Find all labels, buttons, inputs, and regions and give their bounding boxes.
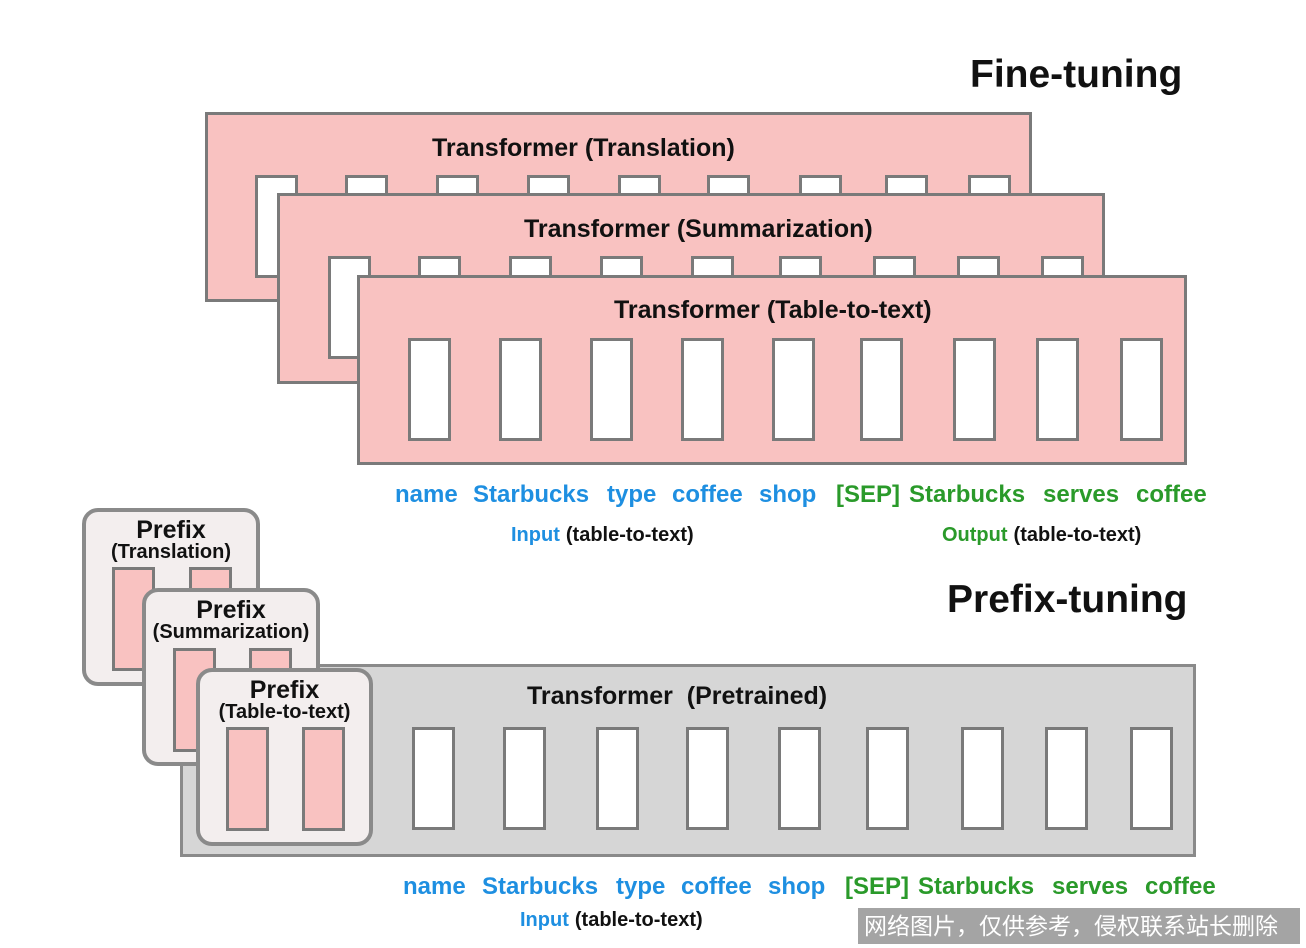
token-slot: [961, 727, 1004, 830]
token-slot: [596, 727, 639, 830]
pt-input-label: Input(table-to-text): [520, 908, 703, 932]
pt-input-label-key: Input: [520, 909, 569, 931]
ft-input-label-detail: (table-to-text): [565, 524, 694, 546]
prefix-table-to-text-title: Prefix: [249, 676, 320, 704]
pt-output-token: serves: [1052, 873, 1129, 900]
transformer-table-to-text-box: Transformer (Table-to-text): [357, 275, 1187, 465]
token-slot: [686, 727, 729, 830]
token-slot: [866, 727, 909, 830]
pt-input-label-detail: (table-to-text): [574, 909, 703, 931]
transformer-summarization-title: Transformer (Summarization): [524, 215, 873, 243]
token-slot: [408, 338, 451, 441]
token-slot: [681, 338, 724, 441]
prefix-translation-task: (Translation): [110, 541, 231, 563]
ft-input-token: Starbucks: [473, 481, 590, 508]
pt-input-token: type: [616, 873, 666, 900]
fine-tuning-title: Fine-tuning: [970, 53, 1183, 96]
token-slot: [1130, 727, 1173, 830]
ft-input-token: shop: [759, 481, 817, 508]
transformer-translation-title: Transformer (Translation): [432, 134, 735, 162]
token-slot: [590, 338, 633, 441]
token-slot: [1036, 338, 1079, 441]
prefix-vector-slot: [226, 727, 269, 831]
ft-output-token: serves: [1043, 481, 1120, 508]
pt-output-token: coffee: [1145, 873, 1216, 900]
token-slot: [499, 338, 542, 441]
pt-input-token: coffee: [681, 873, 752, 900]
token-slot: [1120, 338, 1163, 441]
ft-output-label: Output(table-to-text): [942, 523, 1141, 547]
ft-output-token: coffee: [1136, 481, 1207, 508]
pt-input-token: name: [403, 873, 466, 900]
prefix-vector-slot: [302, 727, 345, 831]
token-slot: [412, 727, 455, 830]
token-slot: [778, 727, 821, 830]
ft-input-token: name: [395, 481, 458, 508]
ft-output-label-detail: (table-to-text): [1013, 524, 1142, 546]
prefix-table-to-text-task: (Table-to-text): [218, 701, 351, 723]
pt-output-token: Starbucks: [918, 873, 1035, 900]
prefix-summarization-task: (Summarization): [152, 621, 310, 643]
ft-input-token: coffee: [672, 481, 743, 508]
prefix-translation-title: Prefix: [136, 516, 206, 544]
transformer-table-to-text-title: Transformer (Table-to-text): [614, 296, 932, 324]
pt-input-token: Starbucks: [482, 873, 599, 900]
prefix-summarization-title: Prefix: [196, 596, 266, 624]
pt-output-token: [SEP]: [845, 873, 910, 900]
token-slot: [1045, 727, 1088, 830]
token-slot: [772, 338, 815, 441]
ft-output-token: [SEP]: [836, 481, 901, 508]
ft-input-label-key: Input: [511, 524, 560, 546]
pt-input-token: shop: [768, 873, 826, 900]
token-slot: [503, 727, 546, 830]
ft-input-label: Input(table-to-text): [511, 523, 694, 547]
prefix-table-to-text-box: Prefix (Table-to-text): [196, 668, 373, 846]
watermark: 网络图片，仅供参考，侵权联系站长删除: [858, 908, 1300, 944]
ft-output-label-key: Output: [942, 524, 1008, 546]
transformer-pretrained-title: Transformer (Pretrained): [527, 682, 828, 710]
ft-output-token: Starbucks: [909, 481, 1026, 508]
token-slot: [860, 338, 903, 441]
token-slot: [953, 338, 996, 441]
prefix-tuning-title: Prefix-tuning: [947, 578, 1188, 621]
ft-input-token: type: [607, 481, 657, 508]
